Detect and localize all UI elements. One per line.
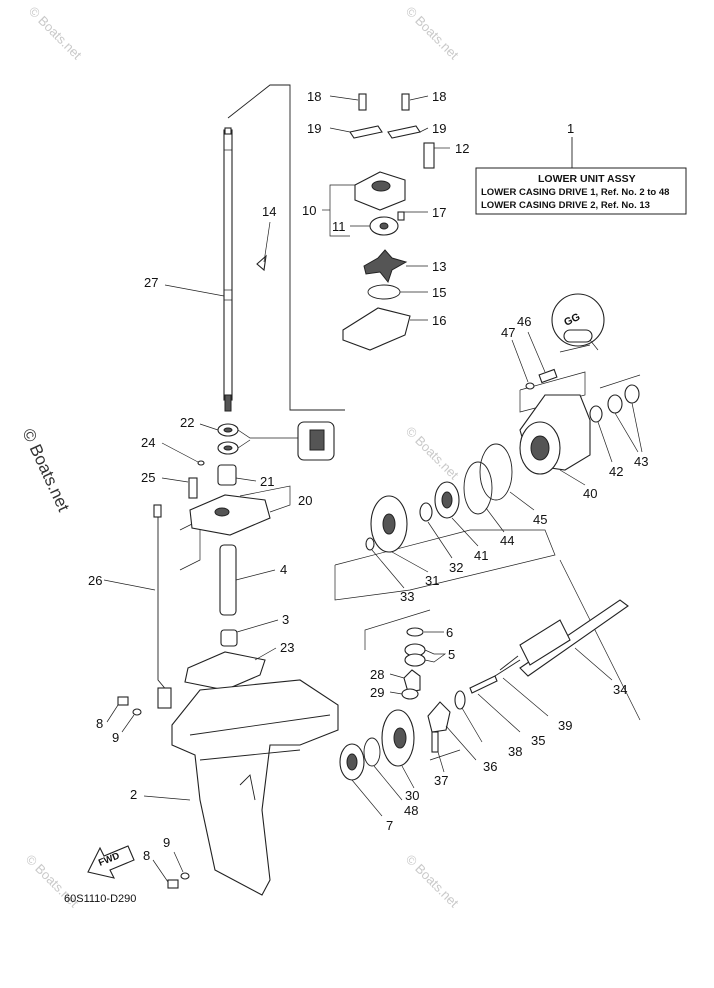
callout-36: 36 xyxy=(483,759,497,774)
callout-26: 26 xyxy=(88,573,102,588)
callout-27: 27 xyxy=(144,275,158,290)
callout-9b: 9 xyxy=(163,835,170,850)
callout-47: 47 xyxy=(501,325,515,340)
callout-23: 23 xyxy=(280,640,294,655)
info-box-line2: LOWER CASING DRIVE 2, Ref. No. 13 xyxy=(481,200,650,211)
info-box-title: LOWER UNIT ASSY xyxy=(538,173,636,185)
callout-43: 43 xyxy=(634,454,648,469)
watermark-side: © Boats.net xyxy=(18,426,73,515)
propeller-shaft-parts xyxy=(339,599,629,781)
callout-42: 42 xyxy=(609,464,623,479)
guide-lines xyxy=(179,84,641,761)
callout-19a: 19 xyxy=(307,121,321,136)
callout-8a: 8 xyxy=(96,716,103,731)
callout-7: 7 xyxy=(386,818,393,833)
callout-5: 5 xyxy=(448,647,455,662)
callout-45: 45 xyxy=(533,512,547,527)
callout-40: 40 xyxy=(583,486,597,501)
callout-21: 21 xyxy=(260,474,274,489)
water-pump xyxy=(256,93,435,351)
watermark-top-right: © Boats.net xyxy=(403,4,462,63)
callout-19b: 19 xyxy=(432,121,446,136)
callout-17: 17 xyxy=(432,205,446,220)
bolts-washers xyxy=(117,696,190,889)
callout-18b: 18 xyxy=(432,89,446,104)
callout-4: 4 xyxy=(280,562,287,577)
callout-28: 28 xyxy=(370,667,384,682)
callout-20: 20 xyxy=(298,493,312,508)
info-box: 1 LOWER UNIT ASSY LOWER CASING DRIVE 1, … xyxy=(475,121,687,215)
callout-2: 2 xyxy=(130,787,137,802)
callout-1: 1 xyxy=(567,121,574,136)
callout-37: 37 xyxy=(434,773,448,788)
callout-18a: 18 xyxy=(307,89,321,104)
callout-38: 38 xyxy=(508,744,522,759)
callout-35: 35 xyxy=(531,733,545,748)
callout-33: 33 xyxy=(400,589,414,604)
mid-parts xyxy=(153,504,266,709)
watermark-mid: © Boats.net xyxy=(403,424,462,483)
callout-44: 44 xyxy=(500,533,514,548)
callout-32: 32 xyxy=(449,560,463,575)
leader-lines xyxy=(103,95,643,883)
fwd-arrow: FWD xyxy=(87,845,135,879)
callout-48: 48 xyxy=(404,803,418,818)
callout-12: 12 xyxy=(455,141,469,156)
callout-41: 41 xyxy=(474,548,488,563)
callout-46: 46 xyxy=(517,314,531,329)
upper-bearing-parts xyxy=(188,421,335,536)
callout-31: 31 xyxy=(425,573,439,588)
callout-8b: 8 xyxy=(143,848,150,863)
callout-6: 6 xyxy=(446,625,453,640)
callout-16: 16 xyxy=(432,313,446,328)
diagram-code: 60S1110-D290 xyxy=(64,893,136,905)
callouts: 18 18 19 19 12 10 11 17 13 15 16 14 27 2… xyxy=(88,89,648,863)
callout-39: 39 xyxy=(558,718,572,733)
callout-30: 30 xyxy=(405,788,419,803)
callout-10: 10 xyxy=(302,203,316,218)
watermark-bottom-right: © Boats.net xyxy=(403,852,462,911)
propeller-housing-parts: GG xyxy=(365,293,640,553)
callout-11: 11 xyxy=(332,219,346,234)
callout-25: 25 xyxy=(141,470,155,485)
callout-34: 34 xyxy=(613,682,627,697)
lower-casing xyxy=(171,679,339,896)
callout-13: 13 xyxy=(432,259,446,274)
callout-24: 24 xyxy=(141,435,155,450)
watermark-top-left: © Boats.net xyxy=(26,4,85,63)
callout-9a: 9 xyxy=(112,730,119,745)
drive-shaft xyxy=(223,127,233,412)
info-box-line1: LOWER CASING DRIVE 1, Ref. No. 2 to 48 xyxy=(481,187,669,198)
callout-14: 14 xyxy=(262,204,276,219)
callout-15: 15 xyxy=(432,285,446,300)
callout-29: 29 xyxy=(370,685,384,700)
callout-22: 22 xyxy=(180,415,194,430)
callout-3: 3 xyxy=(282,612,289,627)
